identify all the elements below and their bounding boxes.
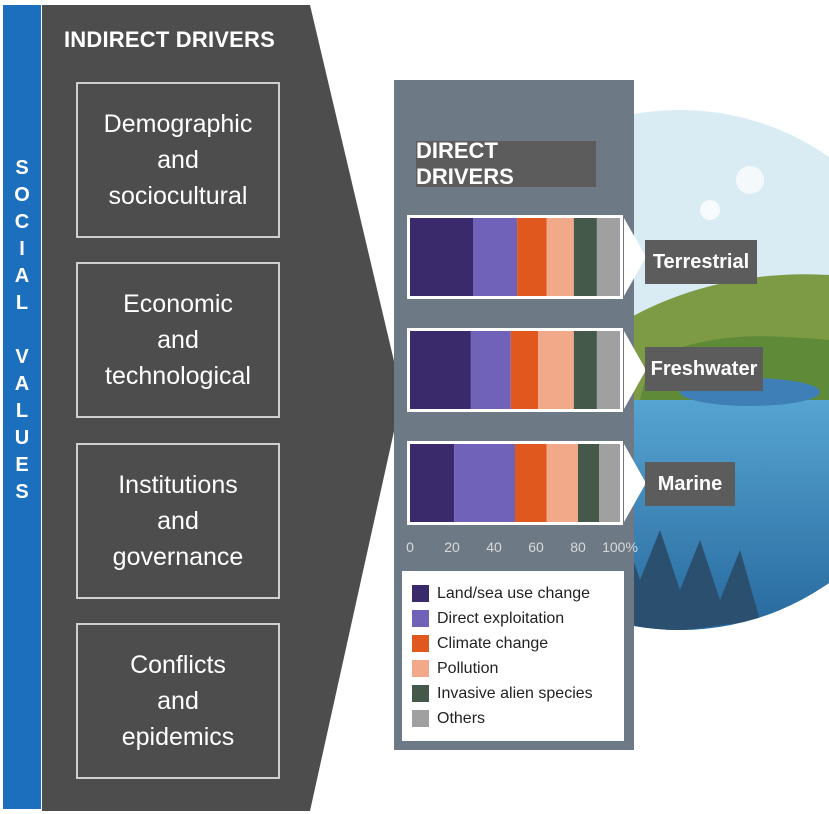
social-values-letter: I [19,238,25,260]
realm-pointer-marine [624,444,646,522]
legend-swatch [412,585,429,602]
x-tick-label: 80 [570,539,586,555]
x-tick-label: 60 [528,539,544,555]
realm-tag-terrestrial: Terrestrial [645,240,757,284]
indirect-driver-label: Economic and technological [105,290,251,390]
social-values-letter: C [14,211,30,233]
realm-tag-freshwater: Freshwater [645,347,763,391]
realm-label: Marine [657,472,723,495]
legend-item: Invasive alien species [412,681,624,706]
legend-swatch [412,685,429,702]
social-values-letter: S [15,157,29,179]
realm-label: Freshwater [650,357,758,380]
realm-pointer-terrestrial [624,218,646,296]
social-values-letter: U [14,427,30,449]
indirect-driver-demographic: Demographic and sociocultural [76,82,280,238]
bar-freshwater-pollution [538,331,574,409]
indirect-driver-conflicts: Conflicts and epidemics [76,623,280,779]
bar-marine-climate-change [515,444,547,522]
bar-marine-others [599,444,620,522]
indirect-drivers-arrow [42,5,402,811]
legend-swatch [412,635,429,652]
bar-marine-direct-exploitation [454,444,515,522]
bar-marine-land-sea-use-change [410,444,455,522]
social-values-letter: O [14,184,30,206]
realm-label: Terrestrial [652,250,750,273]
indirect-driver-label: Institutions and governance [112,471,244,571]
bar-terrestrial-direct-exploitation [473,218,518,296]
social-values-letter: L [15,400,29,422]
legend-item: Direct exploitation [412,606,624,631]
legend-label: Invasive alien species [437,684,593,702]
indirect-driver-institutions: Institutions and governance [76,443,280,599]
legend-label: Others [437,709,486,727]
bar-marine-invasive-alien-species [578,444,599,522]
legend-swatch [412,710,429,727]
indirect-driver-label: Conflicts and epidemics [121,651,235,751]
legend-label: Land/sea use change [437,584,591,602]
x-tick-label: 100% [602,539,638,555]
legend-label: Pollution [437,659,499,677]
legend-item: Pollution [412,656,624,681]
social-values-letter: L [15,292,29,314]
x-tick-label: 20 [444,539,460,555]
x-tick-label: 40 [486,539,502,555]
bar-freshwater-others [596,331,620,409]
x-tick-label: 0 [406,539,414,555]
bar-marine-pollution [546,444,578,522]
social-values-letter: A [14,373,30,395]
indirect-driver-economic: Economic and technological [76,262,280,418]
bar-terrestrial-climate-change [517,218,547,296]
bar-freshwater-direct-exploitation [470,331,511,409]
legend-swatch [412,610,429,627]
bar-terrestrial-pollution [546,218,574,296]
legend-item: Climate change [412,631,624,656]
legend-label: Climate change [437,634,549,652]
indirect-drivers-title: INDIRECT DRIVERS [64,27,275,52]
social-values-letter: A [14,265,30,287]
social-values-letter: E [15,454,29,476]
legend-item: Others [412,706,624,731]
realm-tag-marine: Marine [645,462,735,506]
bar-terrestrial-land-sea-use-change [410,218,473,296]
direct-drivers-title: DIRECT DRIVERS [416,138,596,189]
legend-swatch [412,660,429,677]
bar-freshwater-climate-change [510,331,539,409]
realm-pointer-freshwater [624,331,646,409]
bar-terrestrial-others [596,218,620,296]
legend-label: Direct exploitation [437,609,565,627]
bar-freshwater-land-sea-use-change [410,331,471,409]
bar-freshwater-invasive-alien-species [573,331,597,409]
legend-item: Land/sea use change [412,581,624,606]
indirect-driver-label: Demographic and sociocultural [103,110,253,210]
social-values-letter: S [15,481,29,503]
social-values-letter: V [15,346,29,368]
bar-terrestrial-invasive-alien-species [573,218,597,296]
